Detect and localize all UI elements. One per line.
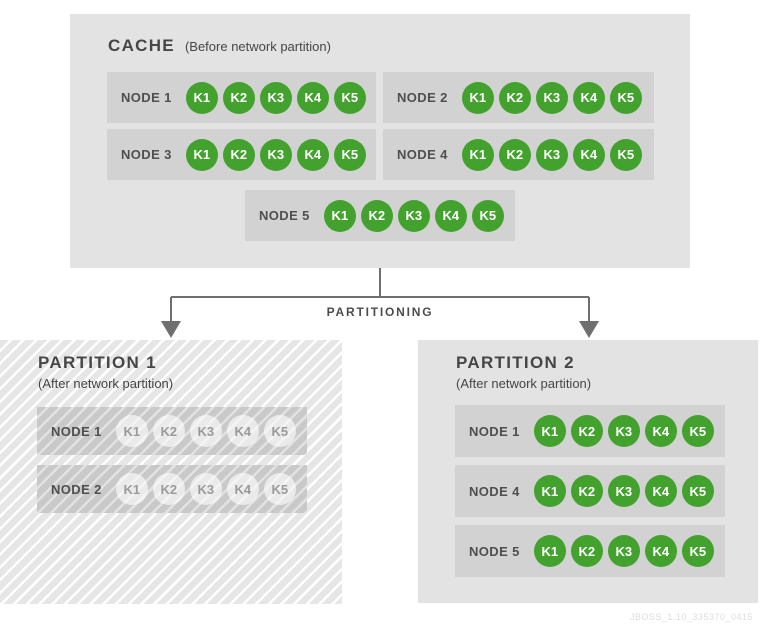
key-badge: K1 bbox=[185, 138, 218, 171]
watermark: JBOSS_1.10_335370_0415 bbox=[629, 612, 753, 622]
key-badge: K5 bbox=[681, 415, 714, 447]
key-badge: K5 bbox=[263, 473, 296, 505]
partition1-title: PARTITION 1 bbox=[38, 353, 157, 372]
node-label: NODE 4 bbox=[469, 483, 520, 499]
key-badge: K1 bbox=[115, 415, 148, 447]
key-badge: K5 bbox=[609, 138, 642, 171]
key-badge: K2 bbox=[498, 138, 531, 171]
key-badge: K4 bbox=[296, 81, 329, 114]
key-badge: K3 bbox=[535, 138, 568, 171]
key-badge: K4 bbox=[644, 535, 677, 567]
key-badge: K5 bbox=[681, 475, 714, 507]
partition2-subtitle: (After network partition) bbox=[456, 376, 592, 391]
key-badge: K1 bbox=[185, 81, 218, 114]
node-label: NODE 2 bbox=[397, 90, 448, 105]
key-badge: K4 bbox=[296, 138, 329, 171]
key-badge: K5 bbox=[471, 199, 504, 232]
key-badge: K5 bbox=[263, 415, 296, 447]
arrowhead-left-icon bbox=[161, 321, 181, 338]
cache-header: CACHE (Before network partition) bbox=[108, 36, 331, 56]
key-badge: K1 bbox=[461, 138, 494, 171]
partition2-box: PARTITION 2 (After network partition) NO… bbox=[418, 340, 758, 603]
node-label: NODE 4 bbox=[397, 147, 448, 162]
key-badge: K3 bbox=[535, 81, 568, 114]
node-label: NODE 1 bbox=[469, 423, 520, 439]
key-badge: K2 bbox=[570, 535, 603, 567]
key-badge: K2 bbox=[570, 415, 603, 447]
key-badge: K2 bbox=[222, 138, 255, 171]
key-badge: K5 bbox=[333, 81, 366, 114]
key-badge: K1 bbox=[115, 473, 148, 505]
key-badge: K2 bbox=[360, 199, 393, 232]
node-label: NODE 2 bbox=[51, 481, 102, 497]
key-badge: K1 bbox=[533, 415, 566, 447]
key-badge: K3 bbox=[397, 199, 430, 232]
key-badge: K4 bbox=[572, 81, 605, 114]
arrowhead-right-icon bbox=[579, 321, 599, 338]
key-badge: K3 bbox=[259, 138, 292, 171]
key-badge: K3 bbox=[259, 81, 292, 114]
node-label: NODE 5 bbox=[259, 208, 310, 223]
key-badge: K4 bbox=[644, 475, 677, 507]
key-badge: K3 bbox=[189, 415, 222, 447]
partition1-subtitle: (After network partition) bbox=[38, 376, 174, 391]
key-badge: K3 bbox=[607, 415, 640, 447]
key-badge: K5 bbox=[609, 81, 642, 114]
key-badge: K4 bbox=[572, 138, 605, 171]
node-label: NODE 5 bbox=[469, 543, 520, 559]
cache-box: CACHE (Before network partition) NODE 1 … bbox=[70, 14, 690, 268]
key-badge: K1 bbox=[533, 535, 566, 567]
node-label: NODE 3 bbox=[121, 147, 172, 162]
partition1-box: PARTITION 1 (After network partition) NO… bbox=[0, 340, 342, 604]
key-badge: K2 bbox=[152, 415, 185, 447]
partition2-header: PARTITION 2 (After network partition) bbox=[456, 353, 591, 391]
cache-title: CACHE bbox=[108, 36, 175, 55]
key-badge: K4 bbox=[226, 415, 259, 447]
node-label: NODE 1 bbox=[121, 90, 172, 105]
key-badge: K2 bbox=[152, 473, 185, 505]
key-badge: K4 bbox=[434, 199, 467, 232]
key-badge: K1 bbox=[323, 199, 356, 232]
key-badge: K3 bbox=[607, 475, 640, 507]
key-badge: K1 bbox=[461, 81, 494, 114]
key-badge: K4 bbox=[226, 473, 259, 505]
key-badge: K4 bbox=[644, 415, 677, 447]
cache-subtitle: (Before network partition) bbox=[184, 39, 331, 54]
key-badge: K2 bbox=[222, 81, 255, 114]
key-badge: K5 bbox=[333, 138, 366, 171]
key-badge: K1 bbox=[533, 475, 566, 507]
partition2-title: PARTITION 2 bbox=[456, 353, 575, 372]
key-badge: K3 bbox=[607, 535, 640, 567]
key-badge: K2 bbox=[498, 81, 531, 114]
node-label: NODE 1 bbox=[51, 423, 102, 439]
partition1-header: PARTITION 1 (After network partition) bbox=[38, 353, 173, 391]
key-badge: K5 bbox=[681, 535, 714, 567]
partitioning-label: PARTITIONING bbox=[326, 305, 434, 319]
key-badge: K3 bbox=[189, 473, 222, 505]
key-badge: K2 bbox=[570, 475, 603, 507]
